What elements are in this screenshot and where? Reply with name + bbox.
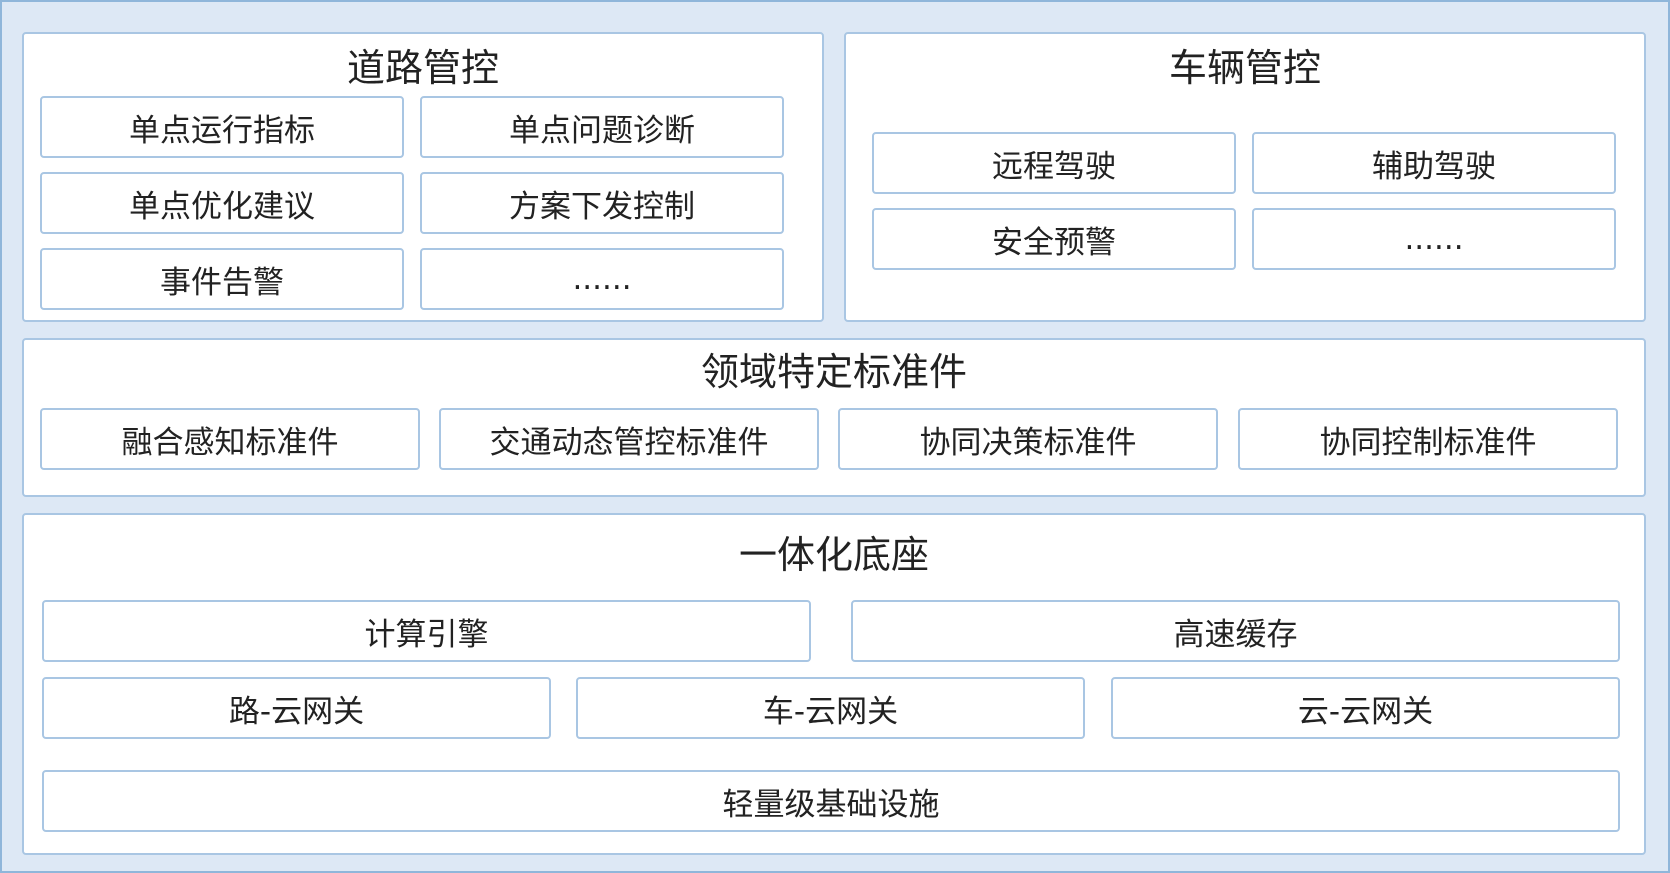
vehicle-item-more: ...... [1252, 208, 1616, 270]
road-item-label: ...... [572, 261, 632, 297]
vehicle-item-label: 辅助驾驶 [1372, 148, 1496, 185]
vehicle-item-assisted-driving: 辅助驾驶 [1252, 132, 1616, 194]
base-item-label: 车-云网关 [762, 693, 899, 730]
road-item-event-alarm: 事件告警 [40, 248, 404, 310]
domain-components-title: 领域特定标准件 [700, 350, 967, 394]
road-control-panel: 道路管控 单点运行指标 单点问题诊断 单点优化建议 方案下发控制 事件告警 ..… [22, 32, 824, 322]
base-item-label: 计算引擎 [364, 616, 489, 653]
component-cooperative-decision: 协同决策标准件 [838, 408, 1218, 470]
road-item-label: 单点问题诊断 [509, 112, 695, 149]
base-compute-engine: 计算引擎 [42, 600, 811, 662]
vehicle-item-safety-warning: 安全预警 [872, 208, 1236, 270]
domain-components-panel: 领域特定标准件 融合感知标准件 交通动态管控标准件 协同决策标准件 协同控制标准… [22, 338, 1646, 497]
component-label: 协同决策标准件 [919, 424, 1137, 461]
vehicle-item-label: ...... [1404, 221, 1464, 257]
base-vehicle-cloud-gateway: 车-云网关 [576, 677, 1085, 739]
road-item-single-point-metrics: 单点运行指标 [40, 96, 404, 158]
road-item-label: 单点优化建议 [129, 188, 315, 225]
base-item-label: 路-云网关 [228, 693, 365, 730]
road-item-label: 方案下发控制 [509, 188, 695, 225]
component-label: 协同控制标准件 [1319, 424, 1537, 461]
component-label: 交通动态管控标准件 [489, 424, 769, 461]
road-item-plan-dispatch-control: 方案下发控制 [420, 172, 784, 234]
base-cloud-cloud-gateway: 云-云网关 [1111, 677, 1620, 739]
vehicle-control-panel: 车辆管控 远程驾驶 辅助驾驶 安全预警 ...... [844, 32, 1646, 322]
base-item-label: 高速缓存 [1173, 616, 1298, 653]
road-item-label: 事件告警 [160, 264, 284, 301]
road-control-title: 道路管控 [346, 46, 499, 90]
vehicle-item-remote-driving: 远程驾驶 [872, 132, 1236, 194]
vehicle-item-label: 远程驾驶 [992, 148, 1116, 185]
vehicle-control-title: 车辆管控 [1168, 46, 1321, 90]
road-item-more: ...... [420, 248, 784, 310]
road-item-single-point-diagnosis: 单点问题诊断 [420, 96, 784, 158]
vehicle-item-label: 安全预警 [992, 224, 1116, 261]
road-item-label: 单点运行指标 [129, 112, 315, 149]
component-traffic-dynamic-control: 交通动态管控标准件 [439, 408, 819, 470]
integrated-base-panel: 一体化底座 计算引擎 高速缓存 路-云网关 车-云网关 云-云网关 轻量级基础设… [22, 513, 1646, 855]
component-cooperative-control: 协同控制标准件 [1238, 408, 1618, 470]
road-item-optimization-advice: 单点优化建议 [40, 172, 404, 234]
base-item-label: 轻量级基础设施 [722, 786, 940, 823]
base-high-speed-cache: 高速缓存 [851, 600, 1620, 662]
integrated-base-title: 一体化底座 [738, 533, 929, 577]
base-item-label: 云-云网关 [1297, 693, 1434, 730]
base-lightweight-infrastructure: 轻量级基础设施 [42, 770, 1620, 832]
base-road-cloud-gateway: 路-云网关 [42, 677, 551, 739]
component-fusion-perception: 融合感知标准件 [40, 408, 420, 470]
component-label: 融合感知标准件 [121, 424, 339, 461]
